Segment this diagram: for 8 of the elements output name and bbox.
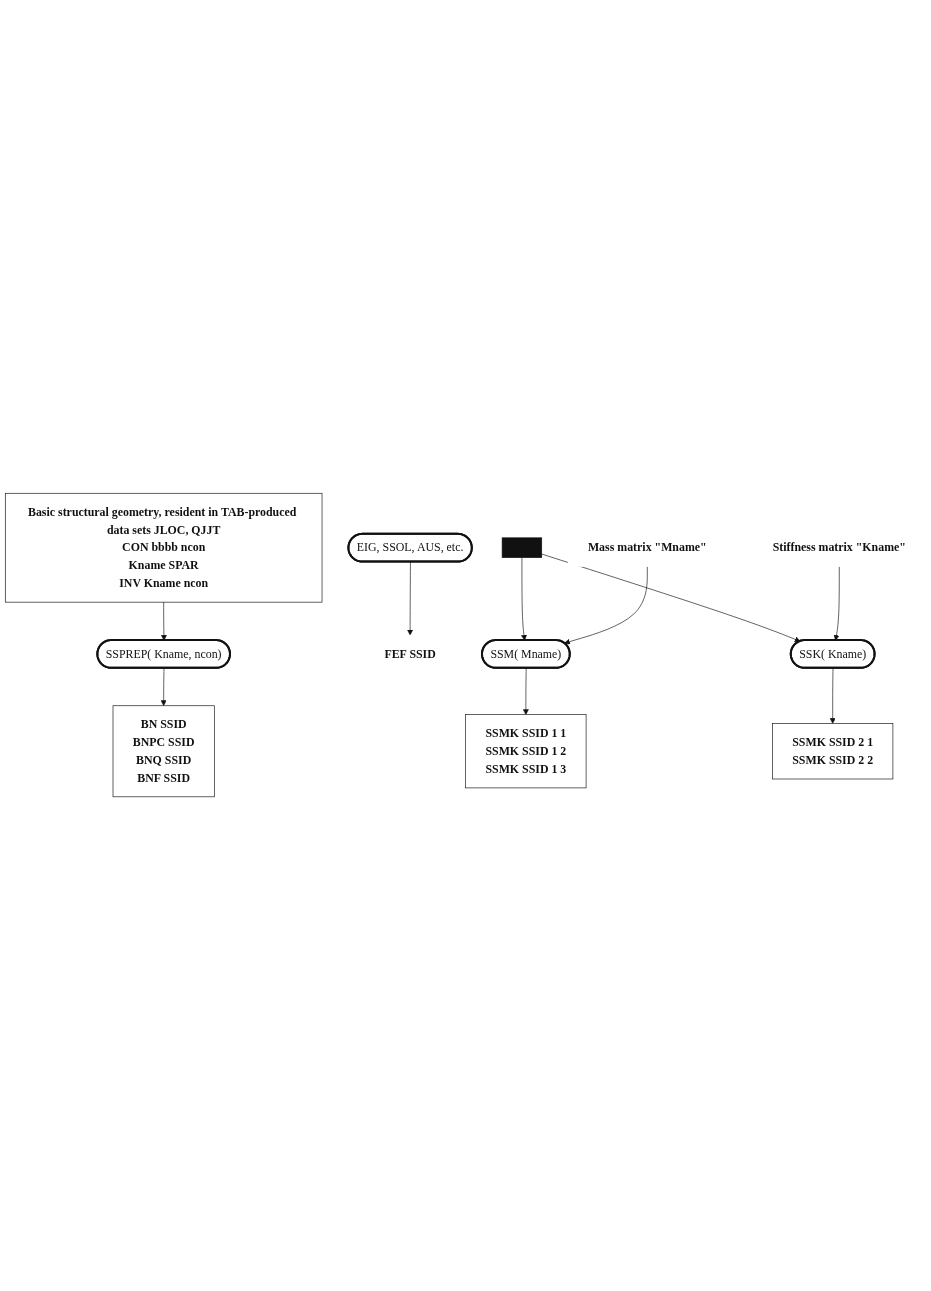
node-text: FEF SSID [384,647,436,661]
node-text: Stiffness matrix "Kname" [772,541,906,555]
node-box: SSMK SSID 2 1 SSMK SSID 2 2 [772,723,894,780]
node-box: Basic structural geometry, resident in TAB-produced data sets JLOC, QJJT CON bbbb ncon Kname SPAR INV Kname ncon [4,493,323,603]
node-bar [501,537,543,559]
node-text: Mass matrix "Mname" [587,541,707,555]
node-box: SSMK SSID 1 1 SSMK SSID 1 2 SSMK SSID 1 3 [465,714,587,789]
node-box: BN SSID BNPC SSID BNQ SSID BNF SSID [112,705,215,798]
